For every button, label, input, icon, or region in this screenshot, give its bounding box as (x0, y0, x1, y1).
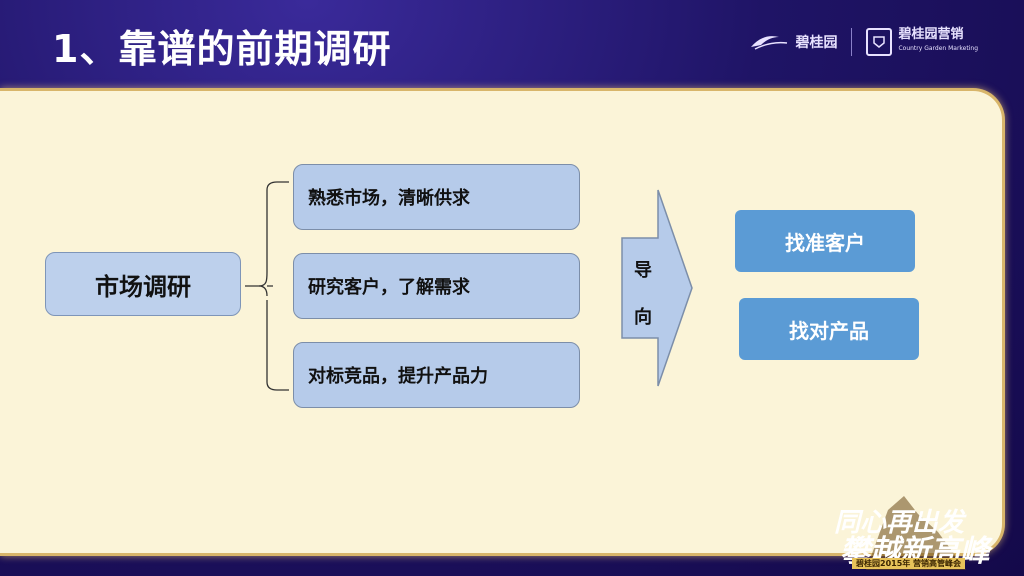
badge-line-1: 同心再出发 (834, 508, 965, 538)
result-node-customer: 找准客户 (735, 210, 915, 272)
arrow-connector (621, 189, 693, 387)
logo-group: 碧桂园 碧桂园营销 Country Garden Marketing (749, 28, 978, 56)
badge-caption: 碧桂园2015年 营销高管峰会 (852, 558, 966, 569)
trophy-icon (866, 496, 966, 570)
root-node: 市场调研 (45, 252, 241, 316)
shield-icon (866, 28, 893, 56)
marketing-logo: 碧桂园营销 Country Garden Marketing (866, 28, 978, 56)
arrow-label-char-2: 向 (634, 307, 652, 328)
result-node-product: 找对产品 (739, 298, 919, 360)
country-garden-logo: 碧桂园 (749, 31, 837, 53)
arrow-label-char-1: 导 (634, 260, 652, 281)
logo-right-text: 碧桂园营销 (898, 27, 964, 42)
logo-divider (851, 28, 853, 56)
bracket-connector (245, 181, 289, 391)
swoosh-icon (751, 36, 788, 50)
branch-node-customer: 研究客户，了解需求 (293, 253, 580, 319)
summit-badge: 同心再出发 攀越新高峰 碧桂园2015年 营销高管峰会 (826, 492, 1002, 572)
branch-node-market: 熟悉市场，清晰供求 (293, 164, 580, 230)
branch-node-competitor: 对标竞品，提升产品力 (293, 342, 580, 408)
logo-left-text: 碧桂园 (795, 35, 838, 51)
logo-right-subtext: Country Garden Marketing (898, 45, 978, 52)
page-title: 1、靠谱的前期调研 (52, 27, 392, 71)
